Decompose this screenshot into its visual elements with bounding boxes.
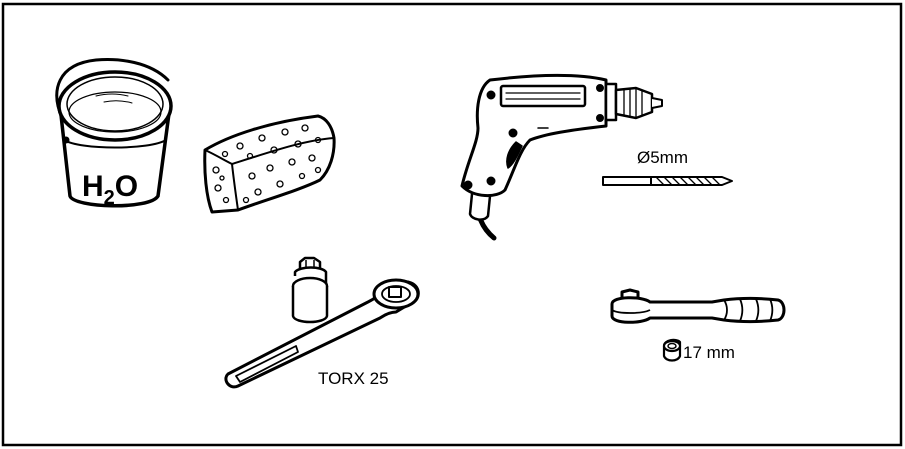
- water-label-subscript: 2: [103, 187, 115, 209]
- ratchet-wrench-icon: [224, 278, 420, 389]
- drill-bit-icon: [602, 176, 733, 186]
- torx-bit-socket-icon: [291, 256, 329, 324]
- water-label-h: H: [82, 170, 104, 203]
- socket-icon: [662, 338, 682, 362]
- ratchet-handle-icon: [610, 288, 786, 324]
- sponge-icon: [203, 114, 336, 214]
- bucket-icon: [55, 58, 173, 208]
- water-label: H2O: [82, 170, 139, 209]
- torx-size-label: TORX 25: [318, 369, 389, 388]
- water-label-o: O: [114, 170, 139, 203]
- socket-size-label: 17 mm: [683, 343, 735, 362]
- drill-bit-size-label: Ø5mm: [637, 148, 688, 167]
- electric-drill-icon: [460, 74, 663, 241]
